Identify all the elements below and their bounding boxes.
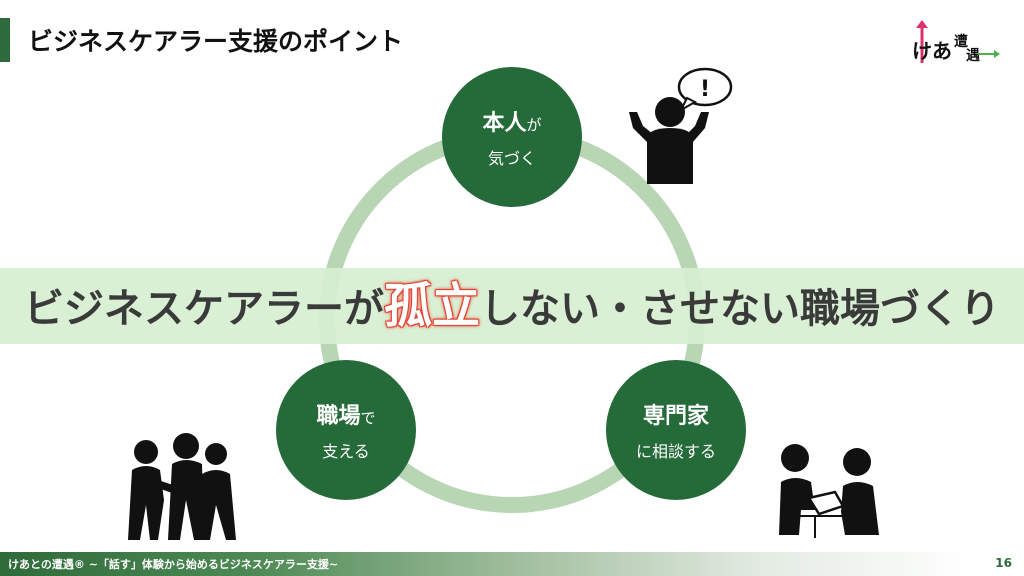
svg-text:遭: 遭 xyxy=(954,33,968,50)
node-subtitle: 気づく xyxy=(487,149,536,168)
footer-text: けあとの遭遇® ~「話す」体験から始めるビジネスケアラー支援~ xyxy=(8,558,339,571)
svg-text:!: ! xyxy=(700,77,710,102)
consultation-icon xyxy=(779,444,879,538)
message-part: しない・させない職場づくり xyxy=(480,286,1000,332)
page-number: 16 xyxy=(995,556,1012,570)
highlight-word: 孤立 xyxy=(383,278,480,334)
node-subtitle: 支える xyxy=(322,442,370,461)
footer-bar: けあとの遭遇® ~「話す」体験から始めるビジネスケアラー支援~ 16 xyxy=(0,552,1024,576)
node-subtitle: に相談する xyxy=(635,442,716,461)
node-self-notice: 本人が 気づく xyxy=(442,67,582,207)
page-title: ビジネスケアラー支援のポイント xyxy=(28,27,404,56)
title-accent-bar xyxy=(0,18,10,62)
node-workplace-support: 職場で 支える xyxy=(276,360,416,500)
svg-text:けあ: けあ xyxy=(912,39,952,63)
node-title: 職場 xyxy=(316,404,361,429)
logo: けあ 遭 遇 xyxy=(912,20,1000,64)
group-support-icon xyxy=(128,433,236,540)
node-particle: で xyxy=(360,409,376,427)
node-title: 専門家 xyxy=(642,404,709,429)
person-alert-icon: ! xyxy=(629,67,733,184)
node-consult-expert: 専門家 に相談する xyxy=(606,360,746,500)
main-message: ビジネスケアラーが孤立しない・させない職場づくり xyxy=(0,268,1024,344)
message-part: ビジネスケアラーが xyxy=(23,286,384,332)
node-title: 本人 xyxy=(482,111,527,136)
svg-text:遇: 遇 xyxy=(966,47,980,64)
node-particle: が xyxy=(526,116,542,134)
message-band xyxy=(0,268,1024,344)
